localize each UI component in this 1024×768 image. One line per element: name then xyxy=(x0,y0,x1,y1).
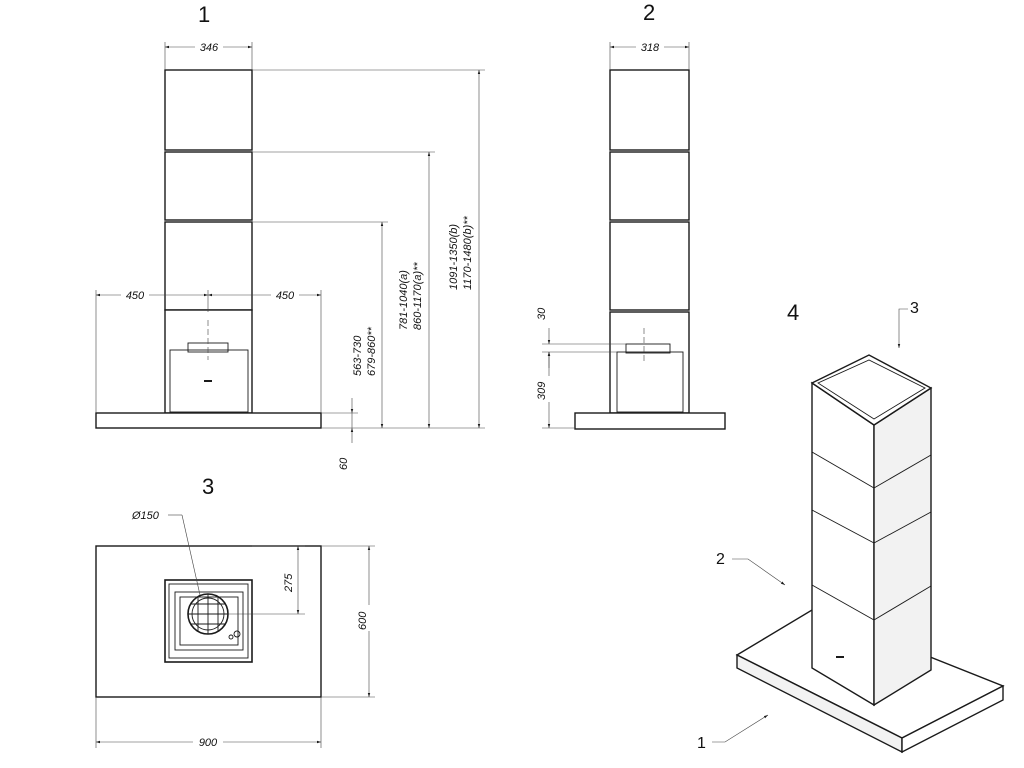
iso-chimney-right-face xyxy=(873,386,932,707)
front-left-span-dim: 450 xyxy=(126,290,145,302)
top-offset-dim: 275 xyxy=(283,573,295,593)
side-motor-dim: 309 xyxy=(536,382,548,400)
front-motor-housing xyxy=(169,349,249,413)
side-canopy xyxy=(574,412,726,430)
front-height2b-dim: 860-1170(a)** xyxy=(412,262,424,330)
top-chimney-footprint xyxy=(164,579,253,663)
side-view: 2 318 30 309 xyxy=(536,0,726,430)
front-chimney-lower xyxy=(164,221,253,311)
top-view: 3 Ø150 275 60 xyxy=(95,474,375,749)
front-chimney-middle xyxy=(164,151,253,221)
front-view: 1 346 450 450 xyxy=(95,2,485,470)
top-diameter-dim: Ø150 xyxy=(131,510,160,522)
top-outlet-grille xyxy=(187,593,229,635)
callout-2: 2 xyxy=(716,551,725,568)
side-chimney-middle xyxy=(609,151,690,221)
side-chimney-lower xyxy=(609,221,690,311)
side-width-dim: 318 xyxy=(641,42,660,54)
iso-canopy-side xyxy=(901,684,1004,754)
callout-1: 1 xyxy=(697,735,706,752)
iso-led-indicator xyxy=(836,656,844,658)
side-chimney-upper xyxy=(609,69,690,151)
iso-view: 4 3 2 1 xyxy=(697,300,1005,754)
top-view-label: 3 xyxy=(202,474,214,499)
top-width-dim: 900 xyxy=(199,737,218,749)
front-chimney-upper xyxy=(164,69,253,151)
top-connector-a xyxy=(233,630,241,638)
iso-view-label: 4 xyxy=(787,300,799,325)
front-chimney-motor-section xyxy=(164,309,253,414)
front-width-dim: 346 xyxy=(200,42,219,54)
side-view-label: 2 xyxy=(643,0,655,25)
front-height1b-dim: 679-860** xyxy=(366,326,378,376)
front-height2a-dim: 781-1040(a) xyxy=(398,270,410,330)
front-height3a-dim: 1091-1350(b) xyxy=(448,224,460,290)
front-led-indicator xyxy=(204,380,212,382)
front-canopy xyxy=(95,412,322,429)
front-height1a-dim: 563-730 xyxy=(352,335,364,376)
front-view-label: 1 xyxy=(198,2,210,27)
top-canopy-outline xyxy=(95,545,322,698)
front-height3b-dim: 1170-1480(b)** xyxy=(462,215,474,290)
front-right-span-dim: 450 xyxy=(276,290,295,302)
side-motor-outlet xyxy=(625,343,671,354)
side-chimney-motor-section xyxy=(609,311,690,414)
top-connector-b xyxy=(228,634,234,640)
side-motor-housing xyxy=(616,351,684,413)
top-motor-plate xyxy=(174,591,244,651)
side-gap-dim: 30 xyxy=(536,307,548,320)
top-depth-dim: 600 xyxy=(357,611,369,630)
front-base-dim: 60 xyxy=(338,457,350,470)
callout-3: 3 xyxy=(910,300,919,317)
